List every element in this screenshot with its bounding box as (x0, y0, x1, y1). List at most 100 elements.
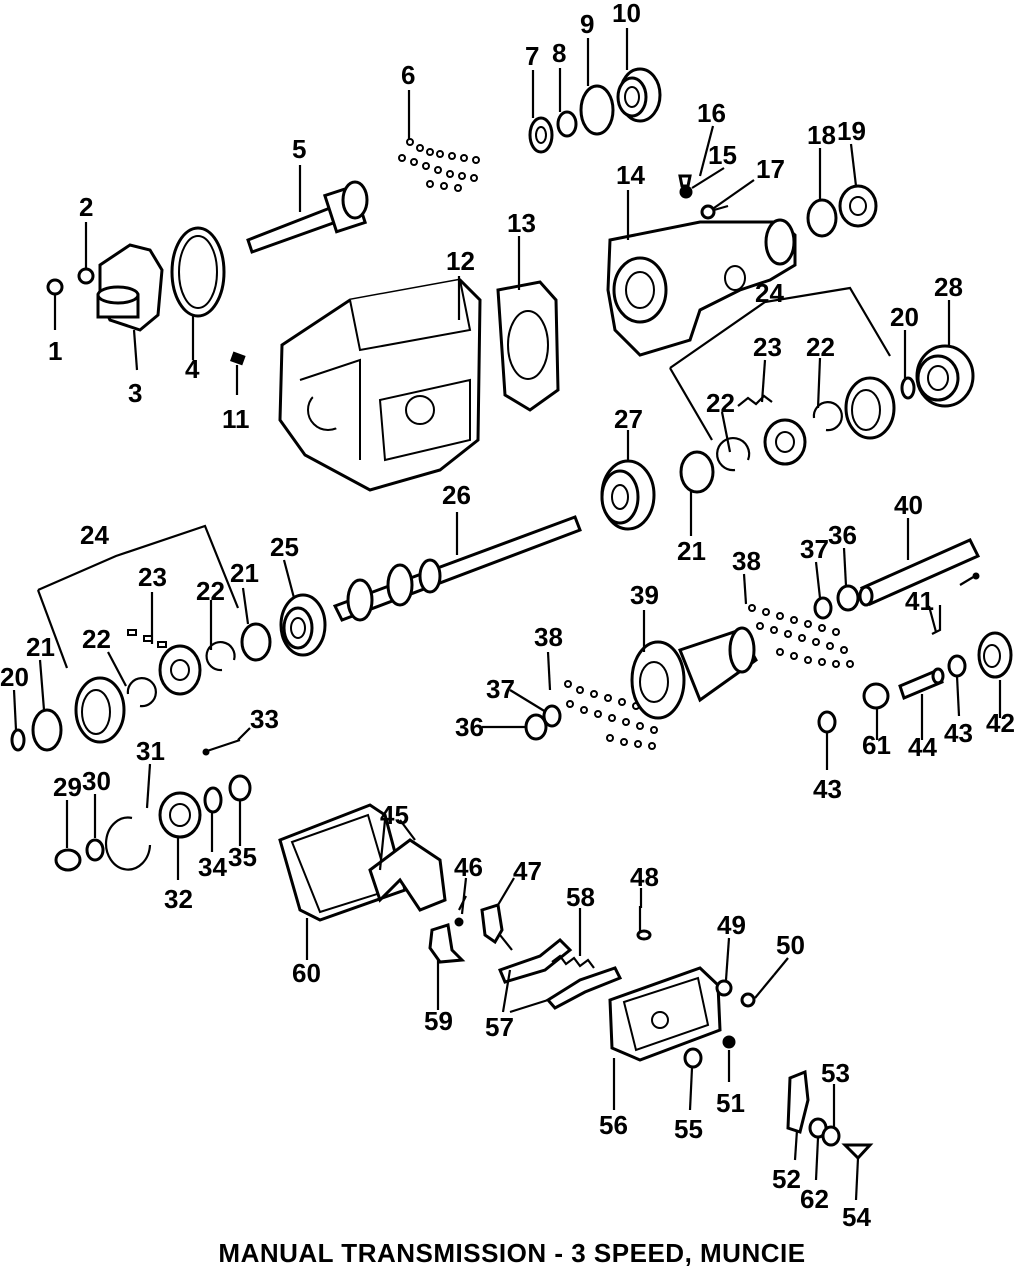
label-46: 46 (454, 852, 483, 882)
part-55-washer (683, 1047, 703, 1069)
label-37: 37 (800, 534, 829, 564)
part-10-bearing (616, 67, 662, 123)
part-54-cotter (841, 1143, 874, 1161)
part-27-gear (600, 459, 656, 531)
label-33: 33 (250, 704, 279, 734)
part-31-snap-ring (104, 816, 152, 871)
part-19-bushing (838, 184, 878, 228)
part-47-shift-lever (480, 903, 513, 951)
label-61: 61 (862, 730, 891, 760)
label-47: 47 (513, 856, 542, 886)
part-52-lever (786, 1069, 810, 1134)
part-32-bearing (158, 791, 202, 839)
label-56: 56 (599, 1110, 628, 1140)
label-42: 42 (986, 708, 1015, 738)
part-34-ring (203, 786, 223, 814)
label-19: 19 (837, 116, 866, 146)
part-49-nut (715, 979, 733, 997)
label-58: 58 (566, 882, 595, 912)
label-51: 51 (716, 1088, 745, 1118)
leader-lines (12, 28, 1002, 1201)
label-23: 23 (753, 332, 782, 362)
part-24-upper-hub (763, 418, 807, 466)
label-20: 20 (890, 302, 919, 332)
label-40: 40 (894, 490, 923, 520)
part-38-rollers-right (748, 604, 854, 668)
part-24-upper-sleeve (844, 376, 896, 440)
part-36-washer-right (836, 584, 860, 612)
label-35: 35 (228, 842, 257, 872)
label-21: 21 (26, 632, 55, 662)
part-15-plug (679, 185, 693, 199)
part-21-lower-ring-a (240, 622, 272, 662)
label-2: 2 (79, 192, 93, 222)
part-2-washer (77, 267, 95, 285)
part-6-needle-bearings (398, 138, 480, 192)
part-11-clip (230, 351, 246, 366)
label-41: 41 (905, 586, 934, 616)
part-23-upper-keys (737, 394, 773, 407)
part-13-gasket (496, 280, 560, 412)
label-32: 32 (164, 884, 193, 914)
label-39: 39 (630, 580, 659, 610)
label-44: 44 (908, 732, 937, 762)
label-14: 14 (616, 160, 645, 190)
part-23-lower-keys (127, 629, 167, 648)
label-1: 1 (48, 336, 62, 366)
part-26-mainshaft (332, 515, 582, 622)
label-30: 30 (82, 766, 111, 796)
label-6: 6 (401, 60, 415, 90)
part-41-key (931, 572, 980, 635)
part-28-gear-upper (915, 344, 975, 408)
part-39-countergear (630, 626, 758, 720)
label-38: 38 (534, 622, 563, 652)
callout-labels: 1 2 3 4 5 6 7 8 9 10 11 12 13 14 15 16 1… (0, 0, 1015, 1232)
label-24: 24 (755, 278, 784, 308)
part-42-gear (977, 631, 1013, 679)
label-62: 62 (800, 1184, 829, 1214)
label-12: 12 (446, 246, 475, 276)
label-9: 9 (580, 9, 594, 39)
part-30-washer (85, 838, 105, 862)
label-50: 50 (776, 930, 805, 960)
label-53: 53 (821, 1058, 850, 1088)
label-45: 45 (380, 800, 409, 830)
part-17-bolt (700, 204, 729, 220)
part-16-vent (678, 174, 692, 188)
part-51-nut (722, 1035, 736, 1049)
part-56-side-cover (608, 966, 722, 1062)
label-15: 15 (708, 140, 737, 170)
label-31: 31 (136, 736, 165, 766)
part-60-gasket (278, 803, 407, 922)
label-17: 17 (756, 154, 785, 184)
label-22: 22 (196, 576, 225, 606)
label-18: 18 (807, 120, 836, 150)
part-20-upper-snap-ring (900, 376, 916, 400)
part-21-upper-ring (679, 450, 715, 494)
label-22: 22 (706, 388, 735, 418)
label-4: 4 (185, 354, 200, 384)
label-59: 59 (424, 1006, 453, 1036)
label-21: 21 (677, 536, 706, 566)
label-16: 16 (697, 98, 726, 128)
label-48: 48 (630, 862, 659, 892)
label-23: 23 (138, 562, 167, 592)
part-12-transmission-case (278, 278, 482, 492)
label-25: 25 (270, 532, 299, 562)
label-8: 8 (552, 38, 566, 68)
label-60: 60 (292, 958, 321, 988)
part-59-shift-lever (428, 923, 466, 964)
label-3: 3 (128, 378, 142, 408)
part-22-upper-spring-a (812, 401, 843, 432)
label-55: 55 (674, 1114, 703, 1144)
label-27: 27 (614, 404, 643, 434)
label-5: 5 (292, 134, 306, 164)
label-36: 36 (455, 712, 484, 742)
part-7-washer (528, 116, 554, 154)
label-22: 22 (806, 332, 835, 362)
part-21-lower-ring-b (31, 708, 63, 752)
part-33-pin (202, 738, 241, 756)
part-43-washer-right (947, 654, 967, 678)
part-22-upper-spring-b (716, 437, 751, 472)
